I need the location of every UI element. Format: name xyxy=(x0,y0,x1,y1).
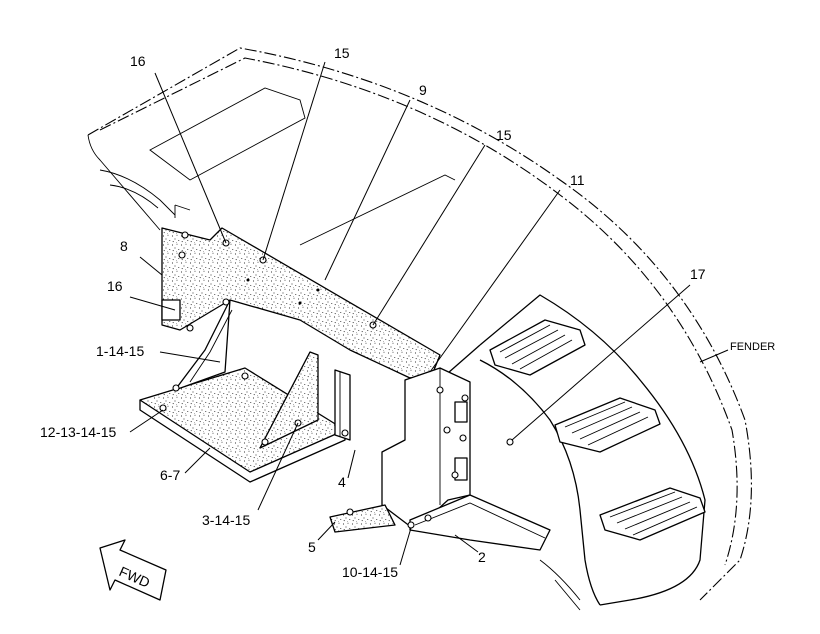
gusset-right xyxy=(259,351,319,449)
callout-9: 9 xyxy=(419,82,427,98)
fender-outline xyxy=(87,47,752,601)
callout-4: 4 xyxy=(338,474,346,490)
callout-8: 8 xyxy=(120,238,128,254)
vertical-brace xyxy=(334,369,351,441)
callout-6-7: 6-7 xyxy=(160,467,180,483)
callout-3-14-15: 3-14-15 xyxy=(202,512,250,528)
callout-16-left: 16 xyxy=(107,278,123,294)
callout-15-mid: 15 xyxy=(496,127,512,143)
callout-10-14-15: 10-14-15 xyxy=(342,564,398,580)
callout-16-top: 16 xyxy=(130,53,146,69)
step-ladder xyxy=(439,294,706,611)
callout-12-13-14-15: 12-13-14-15 xyxy=(40,424,116,440)
ladder-step-top xyxy=(489,319,586,376)
plate-cutout xyxy=(161,299,181,321)
leader-lines xyxy=(129,61,729,566)
callout-11: 11 xyxy=(570,172,585,188)
callout-5: 5 xyxy=(308,539,316,555)
ladder-step-middle xyxy=(554,397,661,453)
fender-label: FENDER xyxy=(730,341,775,353)
callout-labels: 16 15 9 15 11 8 16 17 1-14-15 12-13-14-1… xyxy=(40,45,775,580)
callout-2: 2 xyxy=(478,549,486,565)
ladder-step-bottom xyxy=(599,487,706,541)
callout-17: 17 xyxy=(690,266,706,282)
forward-direction-arrow: FWD xyxy=(99,539,167,601)
lower-plate xyxy=(329,504,396,533)
callout-15-top: 15 xyxy=(334,45,350,61)
callout-1-14-15: 1-14-15 xyxy=(96,343,144,359)
